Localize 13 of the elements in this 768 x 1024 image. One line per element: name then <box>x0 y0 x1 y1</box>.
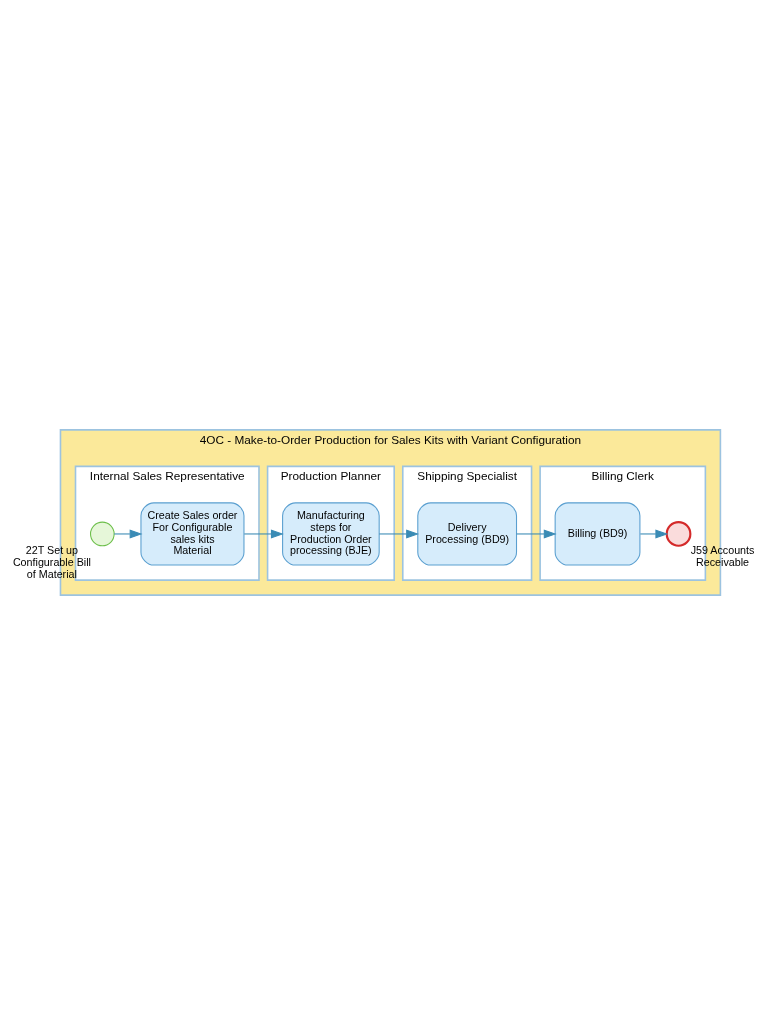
arrow <box>378 528 420 538</box>
arrow <box>516 528 557 538</box>
node-box: Create Sales order For Configurable sales kits Material <box>140 501 245 566</box>
node-label: 22T Set up Configurable Bill of Material <box>12 543 91 580</box>
node-circle <box>90 521 115 546</box>
node-label: J59 Accounts Receivable <box>690 543 755 568</box>
node-box: Manufacturing steps for Production Order processing (BJE) <box>282 501 380 566</box>
arrow <box>113 528 143 538</box>
node-box: Delivery Processing (BD9) <box>417 501 518 566</box>
node-box: Billing (BD9) <box>554 501 641 566</box>
node-circle <box>665 520 692 547</box>
arrow <box>243 528 284 538</box>
arrow <box>639 528 669 538</box>
